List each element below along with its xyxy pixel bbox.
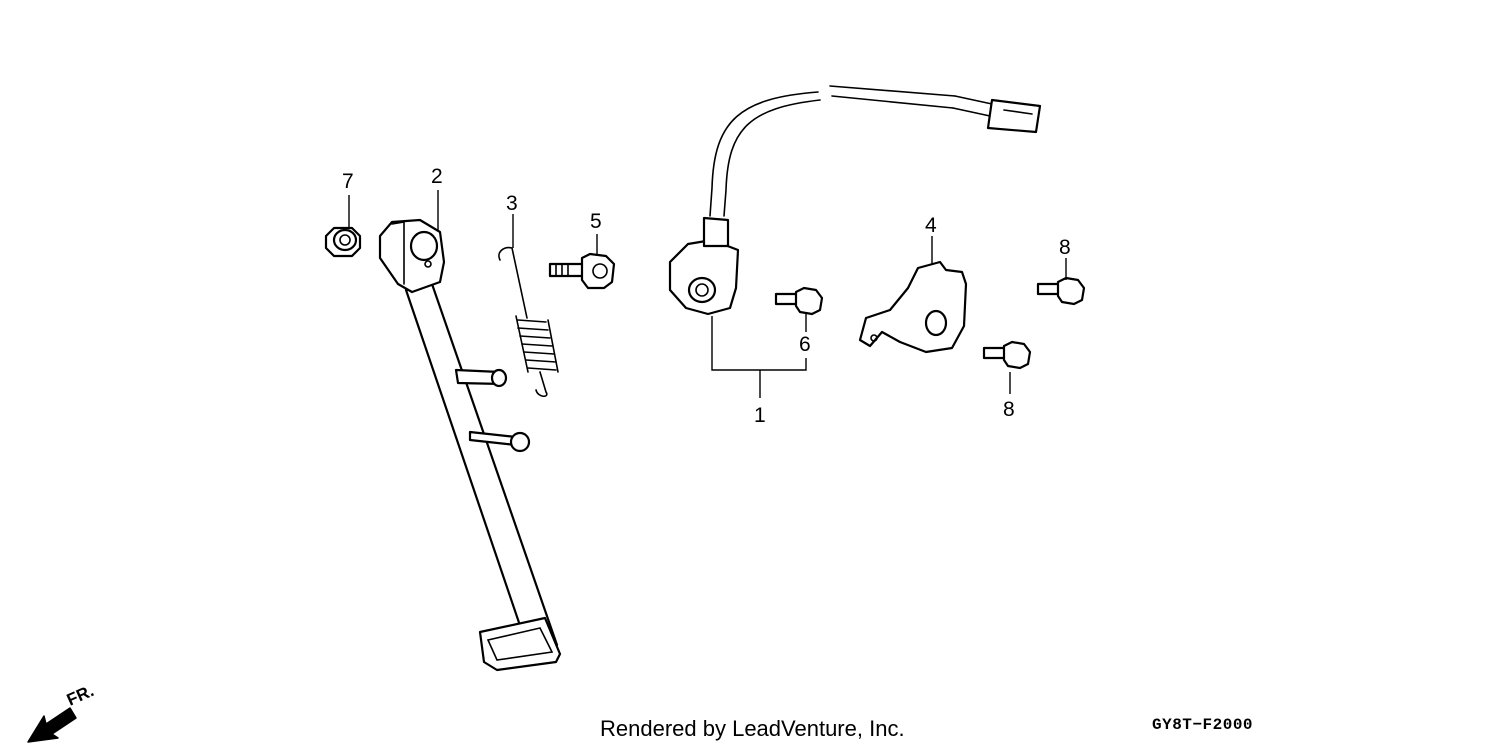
callout-4[interactable]: 4	[925, 214, 937, 237]
part-1-side-stand-switch[interactable]	[668, 85, 1042, 316]
front-direction-arrow: FR.	[27, 681, 97, 743]
callouts: 7 2 3 5 4 8 6 1 8	[342, 165, 1071, 427]
part-2-side-stand[interactable]	[378, 218, 562, 672]
part-8-bolt-upper[interactable]	[1036, 276, 1086, 306]
part-3-spring[interactable]	[498, 246, 559, 398]
callout-8-upper[interactable]: 8	[1059, 236, 1071, 259]
part-8-bolt-lower[interactable]	[982, 340, 1032, 370]
part-5-bolt[interactable]	[548, 252, 616, 290]
diagram-code: GY8T−F2000	[1152, 716, 1254, 734]
callout-7[interactable]: 7	[342, 170, 354, 193]
callout-6[interactable]: 6	[799, 333, 811, 356]
callout-1[interactable]: 1	[754, 404, 766, 427]
callout-8-lower[interactable]: 8	[1003, 398, 1015, 421]
render-credit: Rendered by LeadVenture, Inc.	[600, 716, 905, 741]
callout-2[interactable]: 2	[431, 165, 443, 188]
part-4-bracket[interactable]	[858, 260, 968, 354]
leader-lines	[348, 190, 1067, 398]
callout-3[interactable]: 3	[506, 192, 518, 215]
front-label: FR.	[64, 681, 97, 709]
part-7-nut[interactable]	[324, 226, 362, 258]
part-6-bolt[interactable]	[774, 286, 824, 316]
callout-5[interactable]: 5	[590, 210, 602, 233]
